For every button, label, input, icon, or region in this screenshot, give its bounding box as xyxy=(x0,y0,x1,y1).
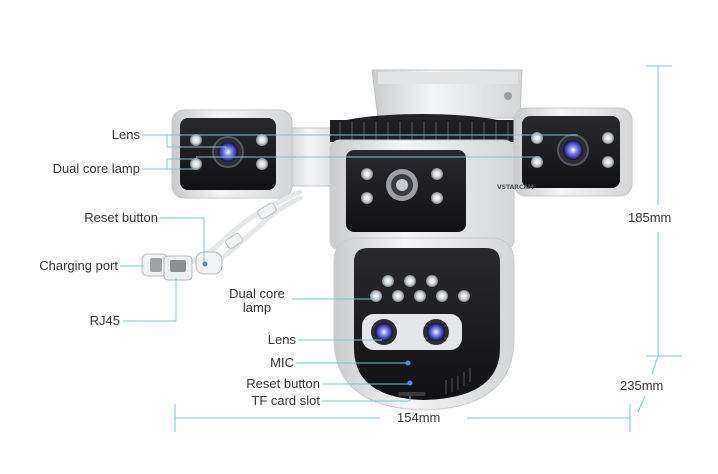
reset-hole xyxy=(407,380,413,386)
rj45-connector-icon xyxy=(163,255,193,281)
left-floodlight xyxy=(171,109,293,199)
dimension-height: 185mm xyxy=(628,210,672,225)
dimension-lines xyxy=(174,65,682,432)
lower-led xyxy=(370,290,382,302)
lower-led xyxy=(392,290,404,302)
upper-led xyxy=(431,168,443,180)
leader-lines xyxy=(120,134,578,402)
lower-led xyxy=(436,290,448,302)
label-reset-button-center: Reset button xyxy=(246,376,320,391)
lower-led xyxy=(426,275,438,287)
mic-hole xyxy=(405,360,411,366)
right-floodlight xyxy=(513,107,633,197)
upper-led xyxy=(361,192,373,204)
label-lens-center: Lens xyxy=(267,332,296,347)
wall-bracket xyxy=(371,69,523,119)
tf-slot xyxy=(398,392,426,396)
dimension-depth: 235mm xyxy=(620,378,664,393)
label-dual-core-lamp-left: Dual core lamp xyxy=(52,161,140,176)
label-lens-left: Lens xyxy=(111,127,140,142)
label-reset-button-left: Reset button xyxy=(84,210,158,225)
upper-led xyxy=(361,168,373,180)
label-dual-core-lamp-center-line1: Dual core xyxy=(229,286,285,301)
lower-led xyxy=(404,275,416,287)
label-mic: MIC xyxy=(270,355,294,370)
lower-led xyxy=(382,275,394,287)
speaker-grille xyxy=(445,368,471,394)
cable-joints xyxy=(225,202,277,250)
charging-plug-icon xyxy=(141,253,169,277)
label-tf-card-slot: TF card slot xyxy=(251,393,320,408)
upper-led xyxy=(431,192,443,204)
dimension-width: 154mm xyxy=(397,410,441,425)
lower-led xyxy=(458,290,470,302)
label-dual-core-lamp-center-line2: lamp xyxy=(242,300,272,315)
label-dual-core-lamp-center: Dual core lamp xyxy=(222,287,292,315)
cable-reset-button xyxy=(195,251,223,275)
logo-text: VSTARCAM xyxy=(497,184,534,191)
label-rj45: RJ45 xyxy=(89,313,120,328)
top-ring xyxy=(330,114,514,142)
label-charging-port: Charging port xyxy=(39,258,118,273)
lower-led xyxy=(414,290,426,302)
